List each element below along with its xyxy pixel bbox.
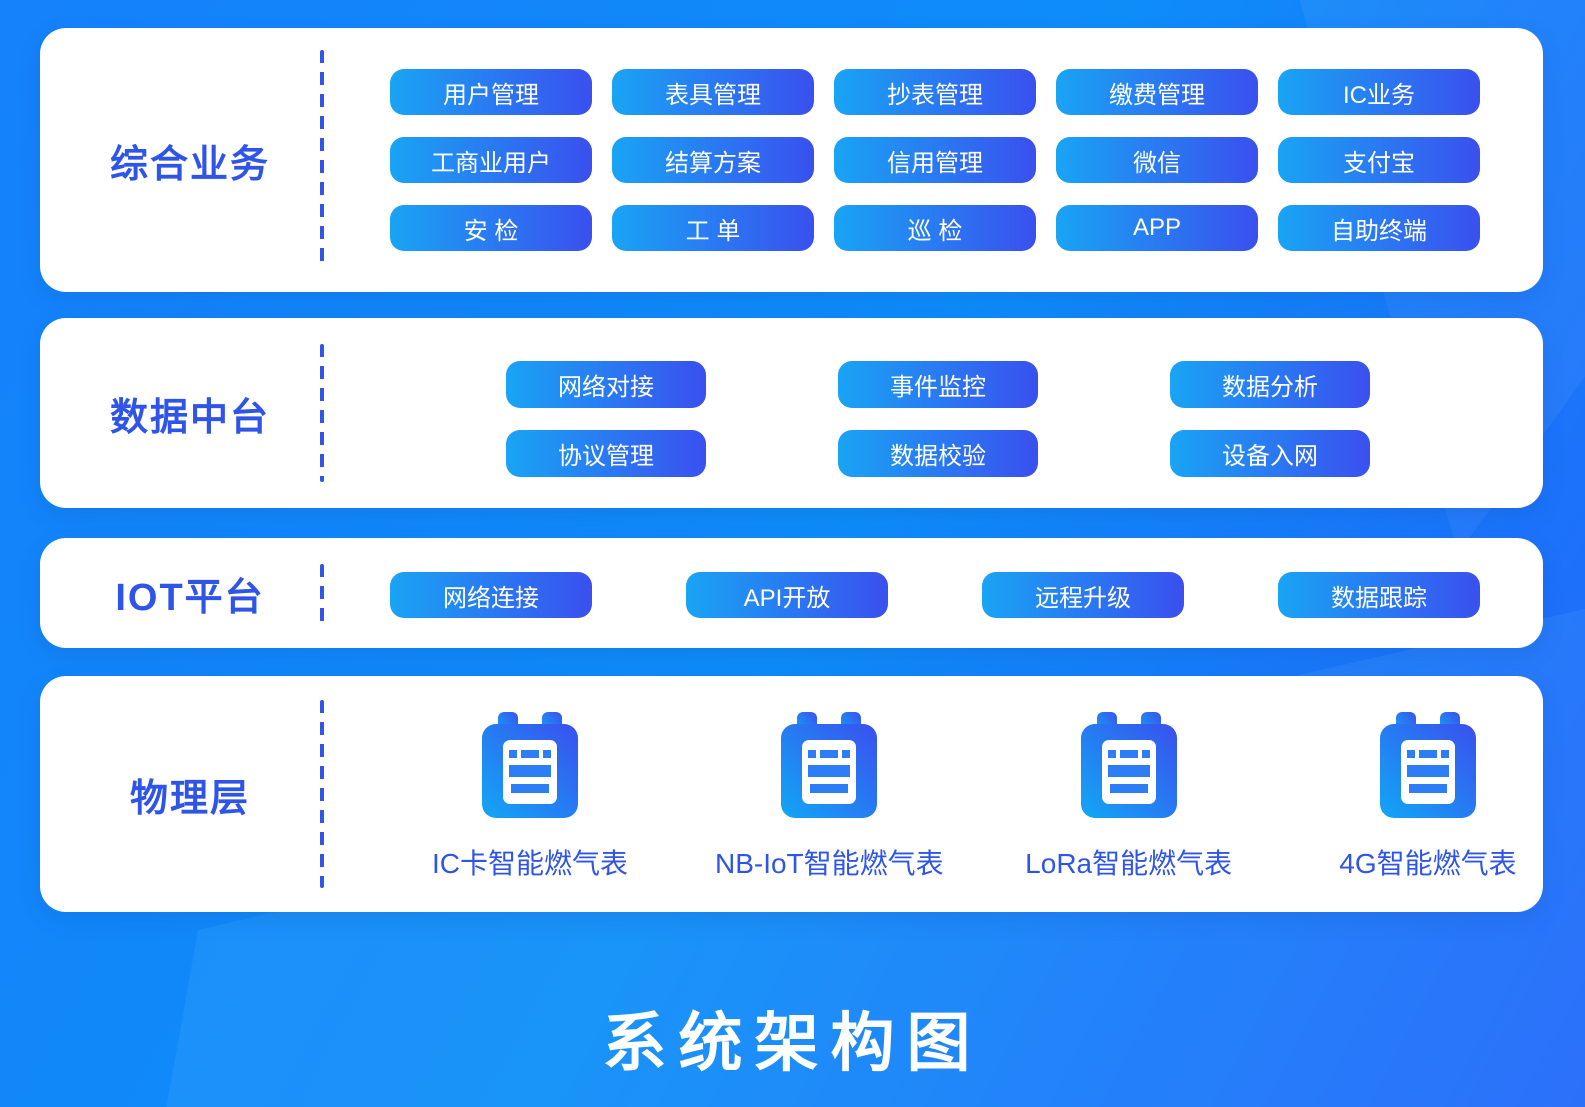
pill-safety-inspection: 安 检 <box>390 205 592 251</box>
pill-api-open: API开放 <box>686 572 888 618</box>
pill-ic-business: IC业务 <box>1278 69 1480 115</box>
pill-data-tracking: 数据跟踪 <box>1278 572 1480 618</box>
pill-data-analysis: 数据分析 <box>1170 361 1370 408</box>
pill-credit-management: 信用管理 <box>834 137 1036 183</box>
section-title-physical: 物理层 <box>129 777 250 820</box>
panel-business: 综合业务 用户管理 表具管理 抄表管理 缴费管理 IC业务 工商业用户 结算方案… <box>40 28 1543 292</box>
gas-meter-icon <box>1080 712 1177 818</box>
device-nbiot-meter: NB-IoT智能燃气表 <box>704 712 954 882</box>
gas-meter-icon <box>1379 712 1476 818</box>
section-title-data-platform: 数据中台 <box>109 396 270 439</box>
pill-commercial-users: 工商业用户 <box>390 137 592 183</box>
device-label-lora: LoRa智能燃气表 <box>1025 848 1233 879</box>
dashed-divider <box>320 50 324 270</box>
panel-iot-platform: IOT平台 网络连接 API开放 远程升级 数据跟踪 <box>40 538 1543 648</box>
pill-user-management: 用户管理 <box>390 69 592 115</box>
pill-meter-reading: 抄表管理 <box>834 69 1036 115</box>
section-label-box: 物理层 <box>40 676 340 912</box>
pill-payment-management: 缴费管理 <box>1056 69 1258 115</box>
pill-meter-management: 表具管理 <box>612 69 814 115</box>
device-label-ic-card: IC卡智能燃气表 <box>431 848 628 879</box>
section-label-box: 数据中台 <box>40 318 340 508</box>
gas-meter-icon <box>781 712 878 818</box>
section-label-box: IOT平台 <box>40 538 340 648</box>
panel-physical-layer: 物理层 IC卡智能燃气表 <box>40 676 1543 912</box>
dashed-divider <box>320 564 324 622</box>
gas-meter-icon <box>482 712 578 818</box>
device-ic-card-meter: IC卡智能燃气表 <box>405 712 655 882</box>
pill-grid-data: 网络对接 事件监控 数据分析 协议管理 数据校验 设备入网 <box>506 361 1370 477</box>
device-label-nbiot: NB-IoT智能燃气表 <box>714 848 944 879</box>
section-label-box: 综合业务 <box>40 28 340 292</box>
pill-app: APP <box>1056 205 1258 251</box>
pill-patrol-inspection: 巡 检 <box>834 205 1036 251</box>
pill-grid-business: 用户管理 表具管理 抄表管理 缴费管理 IC业务 工商业用户 结算方案 信用管理… <box>390 69 1480 251</box>
poster-title: 系统架构图 <box>602 1007 983 1079</box>
pill-device-onboarding: 设备入网 <box>1170 430 1370 477</box>
section-title-iot: IOT平台 <box>115 576 265 619</box>
panel-data-platform: 数据中台 网络对接 事件监控 数据分析 协议管理 数据校验 设备入网 <box>40 318 1543 508</box>
pill-network-docking: 网络对接 <box>506 361 706 408</box>
pill-data-verification: 数据校验 <box>838 430 1038 477</box>
pill-wechat: 微信 <box>1056 137 1258 183</box>
device-label-4g: 4G智能燃气表 <box>1339 848 1517 879</box>
pill-settlement-plan: 结算方案 <box>612 137 814 183</box>
pill-self-service-terminal: 自助终端 <box>1278 205 1480 251</box>
dashed-divider <box>320 344 324 482</box>
pill-row-iot: 网络连接 API开放 远程升级 数据跟踪 <box>390 572 1480 618</box>
pill-alipay: 支付宝 <box>1278 137 1480 183</box>
device-lora-meter: LoRa智能燃气表 <box>1004 712 1254 882</box>
section-title-business: 综合业务 <box>109 143 270 186</box>
dashed-divider <box>320 700 324 888</box>
pill-protocol-management: 协议管理 <box>506 430 706 477</box>
pill-work-order: 工 单 <box>612 205 814 251</box>
device-row: IC卡智能燃气表 NB-IoT智能燃气表 <box>405 712 1553 882</box>
pill-event-monitoring: 事件监控 <box>838 361 1038 408</box>
device-4g-meter: 4G智能燃气表 <box>1303 712 1553 882</box>
pill-remote-upgrade: 远程升级 <box>982 572 1184 618</box>
pill-network-connection: 网络连接 <box>390 572 592 618</box>
